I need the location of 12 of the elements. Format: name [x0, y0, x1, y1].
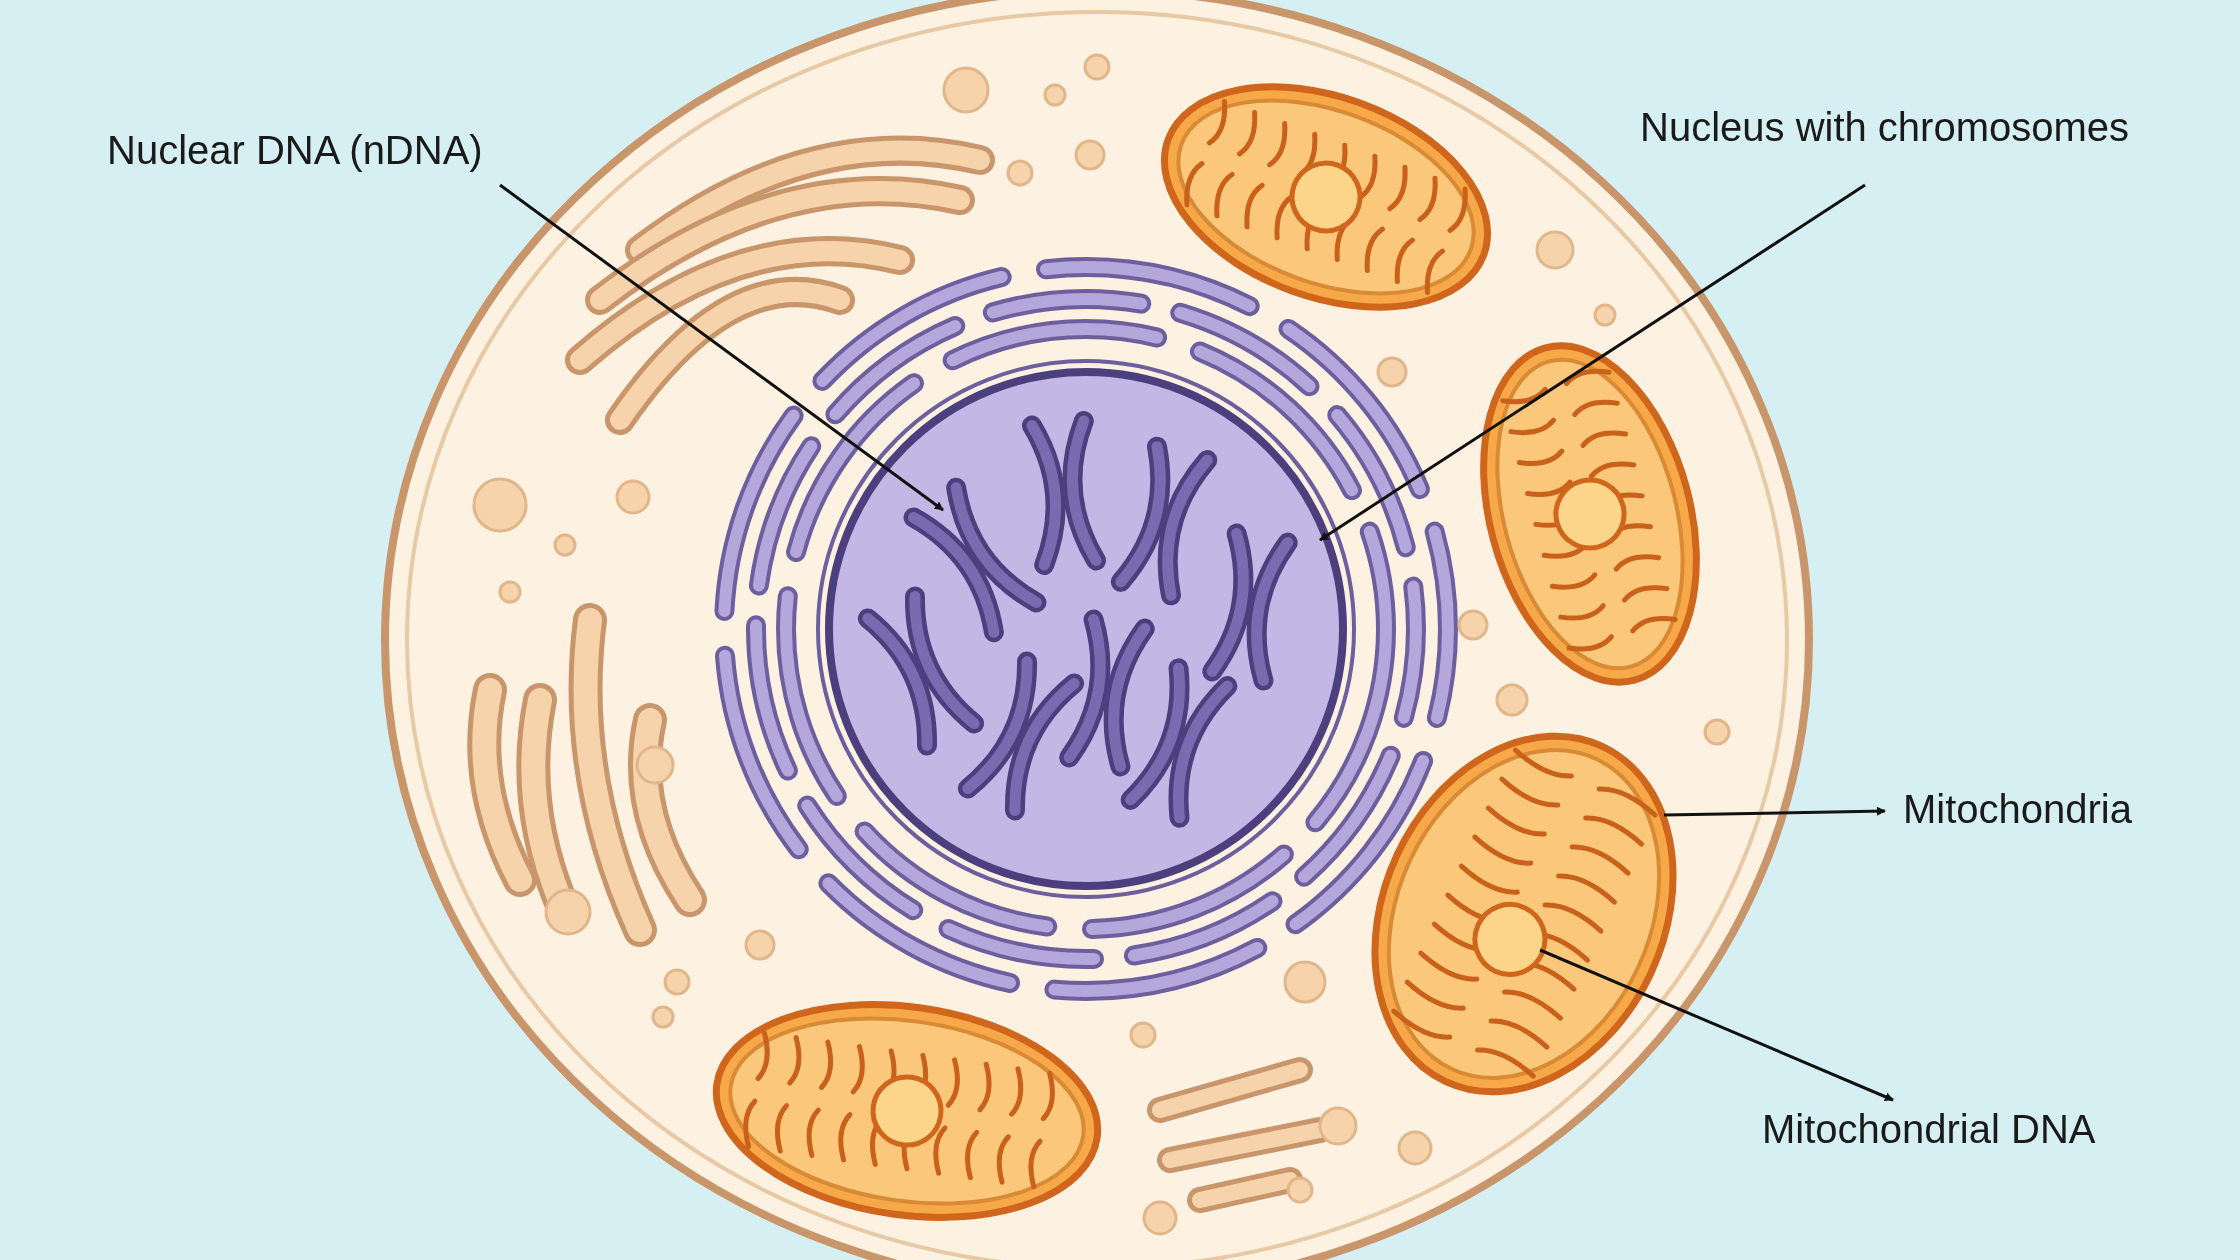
chromosome — [903, 477, 1047, 643]
label-text: Mitochondrial DNA — [1762, 1107, 2096, 1152]
label-text: Mitochondria — [1903, 787, 2132, 832]
label-text: Nuclear DNA (nDNA) — [107, 128, 483, 173]
leader-line — [499, 183, 944, 512]
leader-line — [1319, 183, 1866, 542]
nucleus — [816, 359, 1356, 899]
mitochondrial-dna-ring — [1472, 901, 1548, 977]
leader-line — [1539, 948, 1894, 1102]
label-text: Nucleus with chromosomes — [1640, 105, 2130, 150]
mitochondrion — [1371, 732, 1677, 1096]
leader-line — [1663, 806, 1886, 817]
